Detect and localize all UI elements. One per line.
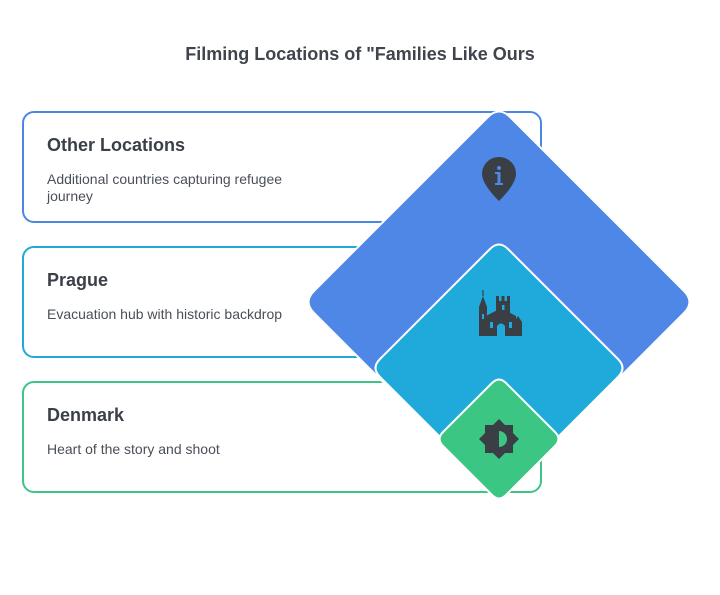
level-title: Other Locations	[47, 135, 186, 155]
level-description: Evacuation hub with historic backdrop	[47, 306, 283, 322]
level-title: Prague	[47, 270, 109, 290]
level-description: Heart of the story and shoot	[47, 441, 220, 457]
level-title: Denmark	[47, 405, 125, 425]
level-description: Additional countries capturing refugee j…	[47, 171, 283, 204]
diagram-title: Filming Locations of "Families Like Ours	[185, 44, 535, 64]
